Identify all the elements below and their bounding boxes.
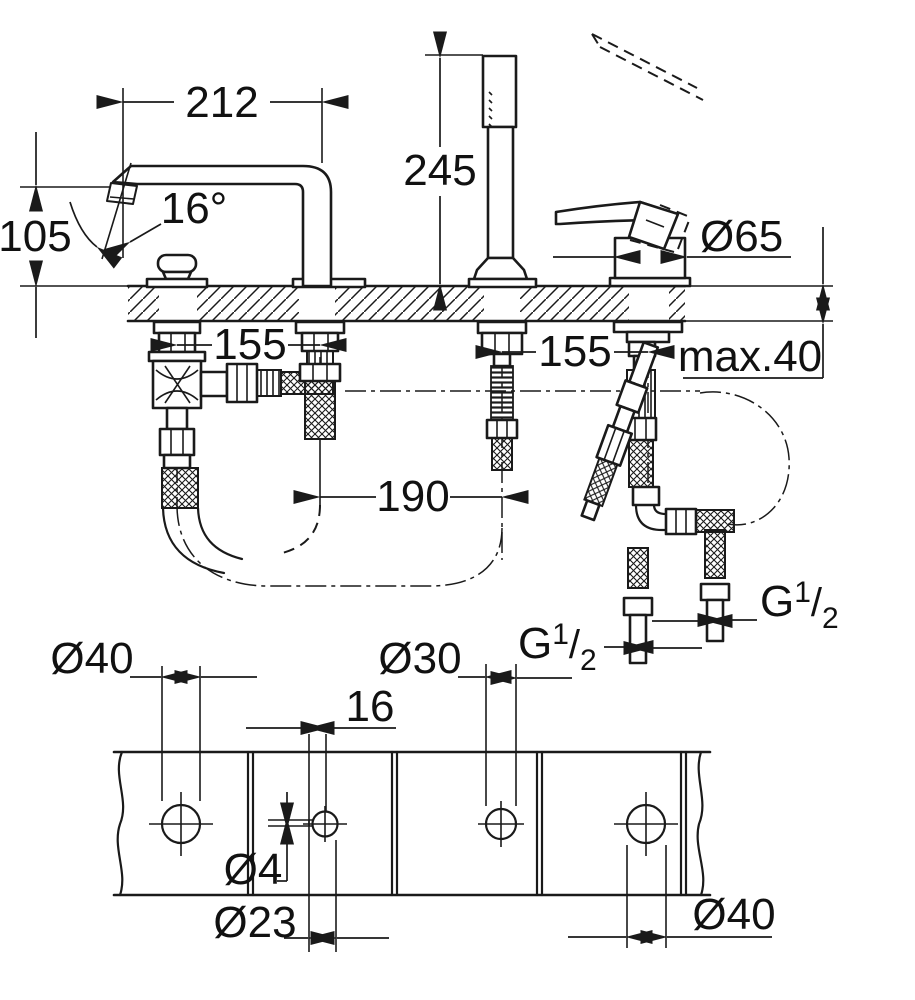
- dim-212: 212: [96, 78, 349, 258]
- dim-245: 245: [403, 31, 477, 311]
- dim-max40-label: max.40: [678, 332, 822, 381]
- dim-245-label: 245: [403, 146, 476, 195]
- dim-16deg-label: 16°: [161, 184, 228, 233]
- dim-190-label: 190: [376, 472, 449, 521]
- dim-105-label: 105: [0, 212, 72, 261]
- dim-g12-right: G1/2: [652, 576, 839, 635]
- hole-shower-30: [478, 801, 524, 847]
- dim-155-right-label: 155: [538, 327, 611, 376]
- hole-right-40: [614, 792, 678, 856]
- dim-40-right-label: Ø40: [692, 890, 775, 939]
- angled-supply-hose: [580, 341, 660, 522]
- plan-view: [112, 750, 712, 897]
- supply-pipe-left: [622, 547, 654, 665]
- spout-connection: [277, 320, 346, 555]
- dim-155-right: 155: [475, 327, 675, 376]
- dim-65-label: Ø65: [700, 212, 783, 261]
- dim-65: Ø65: [553, 212, 791, 264]
- dim-155-left: 155: [150, 320, 347, 369]
- deck-cross-section: [20, 186, 833, 323]
- dim-16deg: 16°: [69, 162, 228, 269]
- dim-40-right: Ø40: [568, 845, 776, 948]
- dim-40-left: Ø40: [50, 634, 257, 801]
- handshower: [425, 54, 538, 471]
- dim-190: 190: [293, 472, 529, 521]
- dimensions-side-view: 212 105 16° 245 Ø65 155: [0, 31, 839, 677]
- dim-g12-right-label: G1/2: [760, 576, 839, 635]
- hole-left-40: [149, 792, 213, 856]
- lever-raised-position-dashed: [591, 33, 704, 253]
- dim-4-label: Ø4: [224, 845, 283, 894]
- dim-23-label: Ø23: [213, 898, 296, 947]
- spout: [106, 164, 367, 289]
- dim-212-label: 212: [185, 78, 258, 127]
- dim-40-left-label: Ø40: [50, 634, 133, 683]
- dim-16: 16: [246, 682, 396, 952]
- dim-155-left-label: 155: [213, 320, 286, 369]
- dim-16-label: 16: [346, 682, 395, 731]
- dim-30-label: Ø30: [378, 634, 461, 683]
- dim-23: Ø23: [213, 840, 389, 952]
- dim-g12-left-label: G1/2: [518, 618, 597, 677]
- dim-max40: max.40: [678, 227, 830, 381]
- dim-g12-left: G1/2: [518, 618, 702, 677]
- dim-4: Ø4: [224, 792, 294, 894]
- dim-105: 105: [0, 132, 72, 338]
- dim-30: Ø30: [378, 634, 572, 806]
- diverter-valve: [145, 253, 334, 575]
- supply-pipe-right: [699, 529, 731, 643]
- dimensions-plan-view: Ø40 Ø30 16 Ø4 Ø23: [50, 634, 776, 952]
- hole-spout-23: [268, 806, 347, 842]
